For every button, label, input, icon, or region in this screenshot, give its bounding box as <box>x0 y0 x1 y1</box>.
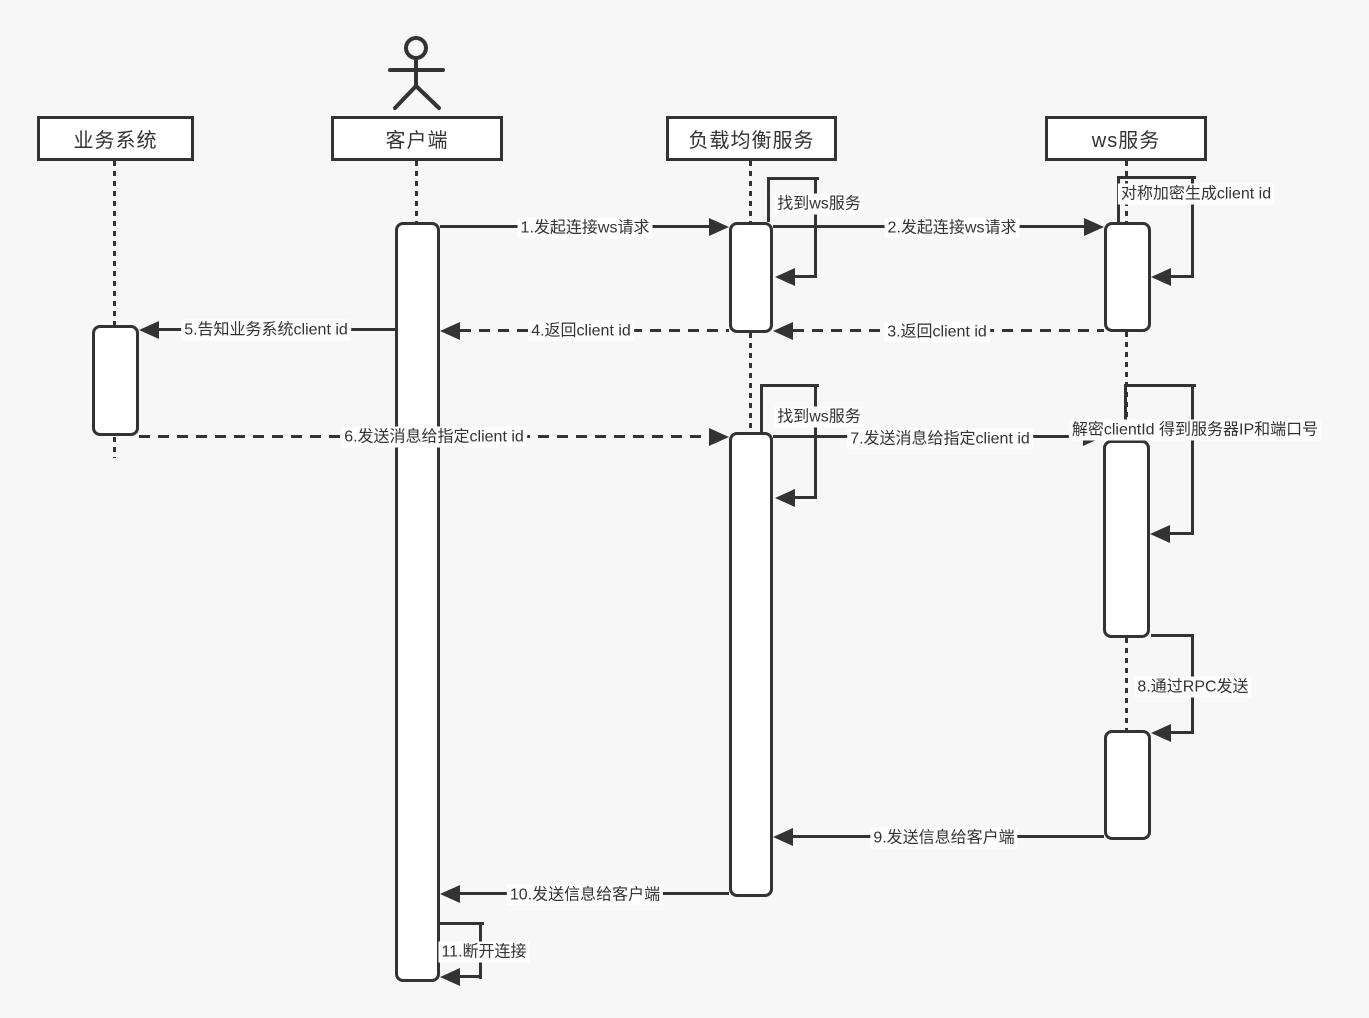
lifeline-ws-service-low <box>1125 638 1128 730</box>
activation-client <box>395 222 440 982</box>
message-4-label: 4.返回client id <box>528 320 634 342</box>
message-4-arrowhead <box>440 322 460 340</box>
message-7-label: 7.发送消息给指定client id <box>847 428 1033 450</box>
self-message-find-ws-1-arrowhead <box>775 268 795 286</box>
actor-icon <box>388 36 445 110</box>
message-5-arrowhead <box>139 321 159 339</box>
activation-ws-service-2 <box>1103 440 1150 638</box>
self-message-find-ws-1-top <box>767 177 819 180</box>
self-message-find-ws-2-down <box>814 384 817 499</box>
message-10-label: 10.发送信息给客户端 <box>506 884 664 906</box>
participant-box-load-balancer: 负载均衡服务 <box>666 116 837 161</box>
lifeline-client <box>415 161 418 222</box>
message-5-label: 5.告知业务系统client id <box>181 319 351 341</box>
message-2-label: 2.发起连接ws请求 <box>884 217 1020 239</box>
self-message-find-ws-2-up <box>760 384 763 432</box>
message-8-top-line <box>1151 634 1194 637</box>
self-message-decrypt-arrowhead <box>1150 525 1170 543</box>
self-message-find-ws-2-return <box>793 496 816 499</box>
message-3-arrowhead <box>773 322 793 340</box>
message-8-arrowhead <box>1151 724 1171 742</box>
message-6-label: 6.发送消息给指定client id <box>341 426 527 448</box>
self-message-encrypt-label: 对称加密生成client id <box>1117 183 1275 205</box>
lifeline-business-system <box>113 161 116 325</box>
activation-business-system <box>92 325 139 436</box>
message-6-arrowhead <box>709 428 729 446</box>
message-11-arrowhead <box>440 968 460 986</box>
participant-box-business-system: 业务系统 <box>37 116 194 161</box>
participant-box-client: 客户端 <box>331 116 503 161</box>
message-1-label: 1.发起连接ws请求 <box>517 217 653 239</box>
self-message-find-ws-1-return <box>793 275 816 278</box>
self-message-decrypt-return <box>1168 532 1194 535</box>
self-message-find-ws-2-top <box>760 384 819 387</box>
self-message-find-ws-2-label: 找到ws服务 <box>774 406 864 428</box>
self-message-encrypt-down <box>1191 176 1194 278</box>
self-message-decrypt-label: 解密clientId 得到服务器IP和端口号 <box>1068 419 1322 441</box>
message-11-return-line <box>458 975 482 978</box>
participant-box-ws-service: ws服务 <box>1045 116 1207 161</box>
message-8-label: 8.通过RPC发送 <box>1134 676 1252 698</box>
self-message-find-ws-2-arrowhead <box>775 489 795 507</box>
lifeline-load-balancer-mid <box>749 333 752 432</box>
activation-load-balancer-1 <box>729 222 773 333</box>
message-2-arrowhead <box>1084 218 1104 236</box>
lifeline-load-balancer <box>749 161 752 222</box>
message-8-return-line <box>1169 731 1194 734</box>
activation-ws-service-3 <box>1104 730 1151 840</box>
self-message-encrypt-top <box>1117 176 1196 179</box>
self-message-decrypt-top <box>1124 384 1196 387</box>
self-message-find-ws-1-label: 找到ws服务 <box>774 193 864 215</box>
self-message-decrypt-down <box>1191 384 1194 535</box>
self-message-decrypt-up <box>1124 384 1127 440</box>
message-11-top-line <box>440 922 484 925</box>
message-11-label: 11.断开连接 <box>438 941 530 963</box>
self-message-encrypt-arrowhead <box>1151 268 1171 286</box>
self-message-encrypt-return <box>1169 275 1194 278</box>
activation-load-balancer-2 <box>729 432 773 897</box>
message-9-label: 9.发送信息给客户端 <box>870 827 1018 849</box>
activation-ws-service-1 <box>1104 222 1151 332</box>
message-3-label: 3.返回client id <box>884 321 990 343</box>
message-9-arrowhead <box>773 828 793 846</box>
message-10-arrowhead <box>440 885 460 903</box>
message-1-arrowhead <box>709 218 729 236</box>
self-message-find-ws-1-up <box>767 177 770 222</box>
lifeline-business-system-tail <box>113 437 116 458</box>
